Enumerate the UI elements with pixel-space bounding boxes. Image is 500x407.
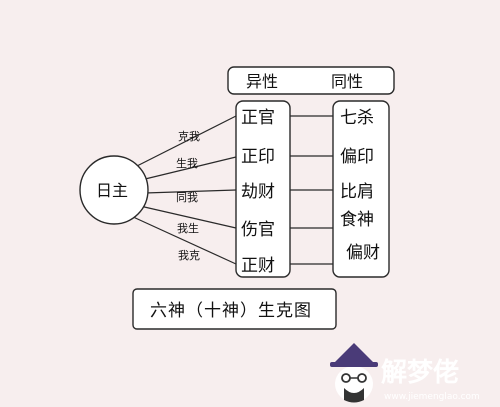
fortune-teller-logo-icon: [330, 343, 378, 403]
watermark-brand: 解梦佬: [381, 358, 459, 388]
relation-kewo: 克我: [178, 130, 200, 143]
god-jiecai: 劫财: [241, 182, 275, 202]
relation-ray: [132, 115, 237, 169]
watermark: 解梦佬 www.jiemenglao.com: [330, 343, 480, 403]
god-zhengyin: 正印: [241, 147, 275, 167]
relation-ray: [130, 215, 237, 265]
god-pianyin: 偏印: [340, 147, 374, 167]
day-master-circle: [79, 155, 149, 225]
relation-ray: [139, 205, 237, 229]
relation-woke: 我克: [178, 249, 200, 262]
same-sex-column: [332, 100, 390, 278]
god-shangguan: 伤官: [241, 220, 275, 240]
god-zhengcai: 正财: [241, 256, 275, 276]
watermark-url: www.jiemenglao.com: [384, 392, 480, 402]
god-piancai: 偏财: [346, 243, 380, 263]
day-master-label: 日主: [96, 181, 128, 200]
god-shishen: 食神: [340, 210, 374, 230]
relation-ray: [144, 189, 237, 194]
relation-shengwo: 生我: [176, 156, 198, 170]
god-bijian: 比肩: [340, 182, 374, 202]
header-label-same: 同性: [331, 72, 363, 91]
relation-tongwo: 同我: [176, 191, 198, 204]
caption-box: [132, 288, 337, 330]
header-box: 异性 同性: [227, 66, 395, 95]
relation-ray: [140, 156, 237, 181]
diagram-caption: 六神（十神）生克图: [150, 301, 312, 321]
opposite-sex-column: [235, 100, 291, 278]
god-qisha: 七杀: [340, 108, 374, 128]
relation-wosheng: 我生: [177, 221, 199, 235]
god-zhengguan: 正官: [241, 108, 275, 128]
header-label-opposite: 异性: [246, 72, 278, 91]
